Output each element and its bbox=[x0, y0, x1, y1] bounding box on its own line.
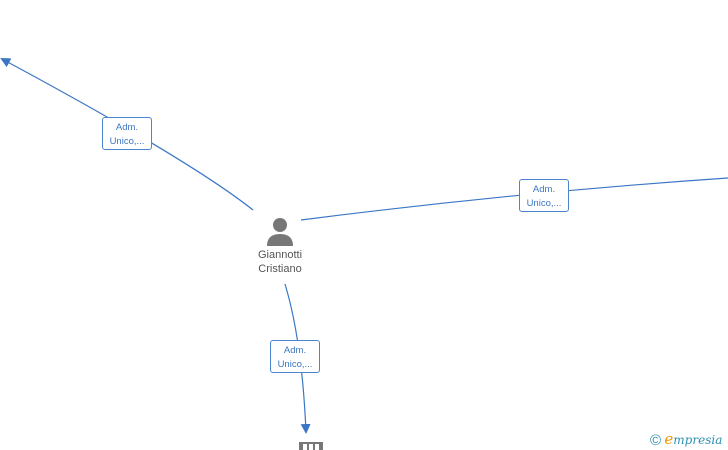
edge-to-top-left bbox=[0, 58, 254, 211]
edge-label-line1: Adm. bbox=[532, 184, 556, 195]
edge-label-line2: Unico,... bbox=[277, 359, 313, 370]
edge-label-top-left[interactable]: Adm. Unico,... bbox=[102, 117, 152, 150]
edge-label-company[interactable]: Adm. Unico,... bbox=[270, 340, 320, 373]
person-name-line2: Cristiano bbox=[258, 263, 302, 275]
brand-logo-text: mpresia bbox=[673, 433, 723, 447]
edge-label-line2: Unico,... bbox=[109, 136, 145, 147]
person-node[interactable]: Giannotti Cristiano bbox=[238, 216, 322, 276]
brand-logo-initial: e bbox=[664, 430, 674, 448]
edge-label-line2: Unico,... bbox=[526, 198, 562, 209]
person-name-line1: Giannotti bbox=[257, 249, 303, 261]
edge-label-line1: Adm. bbox=[115, 122, 139, 133]
company-building-icon[interactable] bbox=[299, 442, 323, 450]
edge-label-line1: Adm. bbox=[283, 345, 307, 356]
person-icon bbox=[267, 218, 293, 246]
brand-watermark: © empresia bbox=[650, 430, 722, 449]
edge-to-right bbox=[300, 177, 728, 221]
copyright-symbol: © bbox=[650, 432, 662, 449]
edge-label-right[interactable]: Adm. Unico,... bbox=[519, 179, 569, 212]
